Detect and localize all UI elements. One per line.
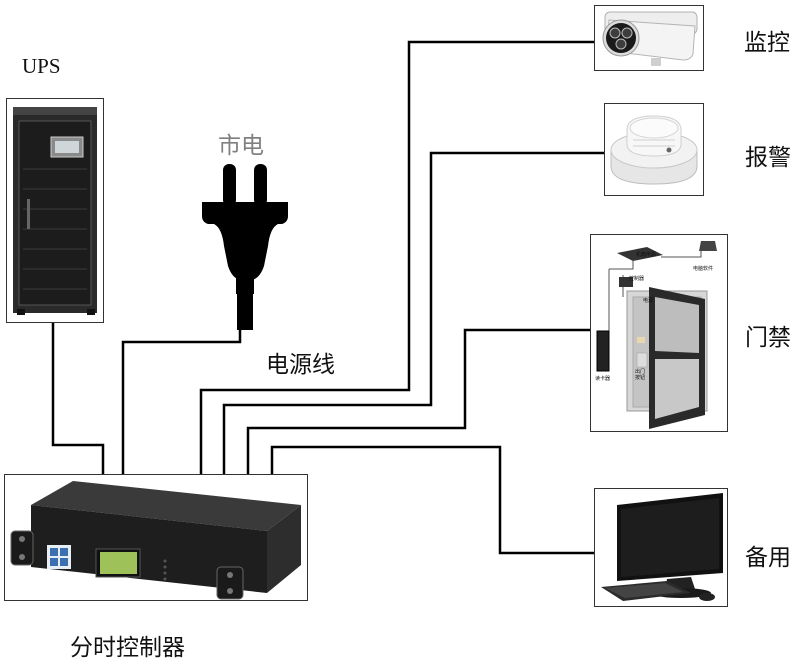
ups-label: UPS <box>22 54 61 78</box>
alarm-box <box>604 103 704 196</box>
access-control-box: 机箱电源 电脑软件 控制器 电源 读卡器 出门按钮 <box>590 234 728 432</box>
access-line <box>246 328 594 474</box>
surveillance-camera-icon <box>602 11 698 66</box>
mains-to-controller-line <box>121 330 242 474</box>
alarm-label: 报警 <box>745 145 791 171</box>
spare-box <box>594 488 728 607</box>
surveillance-line <box>199 40 594 474</box>
access-pc-software-label: 电脑软件 <box>693 266 714 272</box>
access-control-label: 门禁 <box>745 325 791 351</box>
access-power-label: 电源 <box>643 298 654 304</box>
controller-device-icon <box>10 481 301 600</box>
ups-to-controller-line <box>51 322 105 474</box>
ups-cabinet-box <box>6 98 104 323</box>
access-card-reader-label: 读卡器 <box>595 376 611 382</box>
spare-label: 备用 <box>745 545 791 571</box>
computer-monitor-icon <box>601 493 723 601</box>
controller-device-box <box>4 474 308 601</box>
access-control-diagram-icon <box>596 241 717 429</box>
spare-line <box>270 445 594 555</box>
alarm-line <box>222 151 604 474</box>
power-cord-label: 电源线 <box>266 352 335 378</box>
camera-box <box>594 5 704 71</box>
access-host-power-label: 机箱电源 <box>636 252 657 258</box>
mains-label: 市电 <box>218 133 264 159</box>
power-plug-icon <box>202 164 288 330</box>
controller-label: 分时控制器 <box>70 635 185 661</box>
access-controller-label: 控制器 <box>629 276 645 282</box>
ups-cabinet-icon <box>13 107 97 315</box>
access-exit-button-label: 出门按钮 <box>635 369 646 381</box>
surveillance-label: 监控 <box>744 30 790 56</box>
smoke-detector-icon <box>610 115 698 185</box>
